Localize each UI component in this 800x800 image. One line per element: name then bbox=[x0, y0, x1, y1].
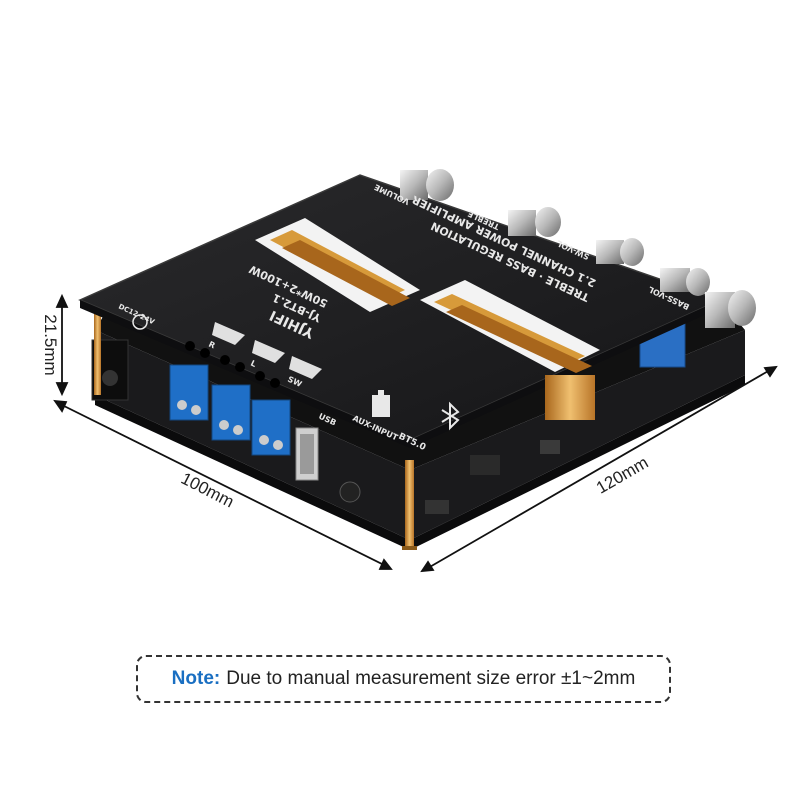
power-icon bbox=[132, 314, 148, 330]
channel-label-l: L bbox=[249, 359, 257, 369]
standoff bbox=[405, 460, 414, 550]
height-label: 21.5mm bbox=[41, 314, 60, 375]
measurement-note: Note: Due to manual measurement size err… bbox=[136, 655, 671, 703]
note-text: Due to manual measurement size error ±1~… bbox=[226, 668, 636, 689]
channel-label-r: R bbox=[207, 340, 216, 351]
bluetooth-icon bbox=[441, 401, 460, 431]
speaker-terminals bbox=[169, 364, 291, 456]
dimension-height bbox=[55, 293, 69, 397]
dimension-depth bbox=[420, 365, 778, 573]
depth-label: 120mm bbox=[593, 453, 652, 498]
aux-jack bbox=[339, 481, 361, 503]
note-key: Note: bbox=[171, 668, 221, 689]
control-knobs bbox=[400, 169, 756, 328]
dimension-width bbox=[53, 399, 393, 570]
channel-indicators bbox=[185, 322, 322, 388]
width-label: 100mm bbox=[178, 469, 237, 512]
heatsink-fins bbox=[270, 230, 592, 373]
audio-jack-icon bbox=[372, 390, 390, 417]
